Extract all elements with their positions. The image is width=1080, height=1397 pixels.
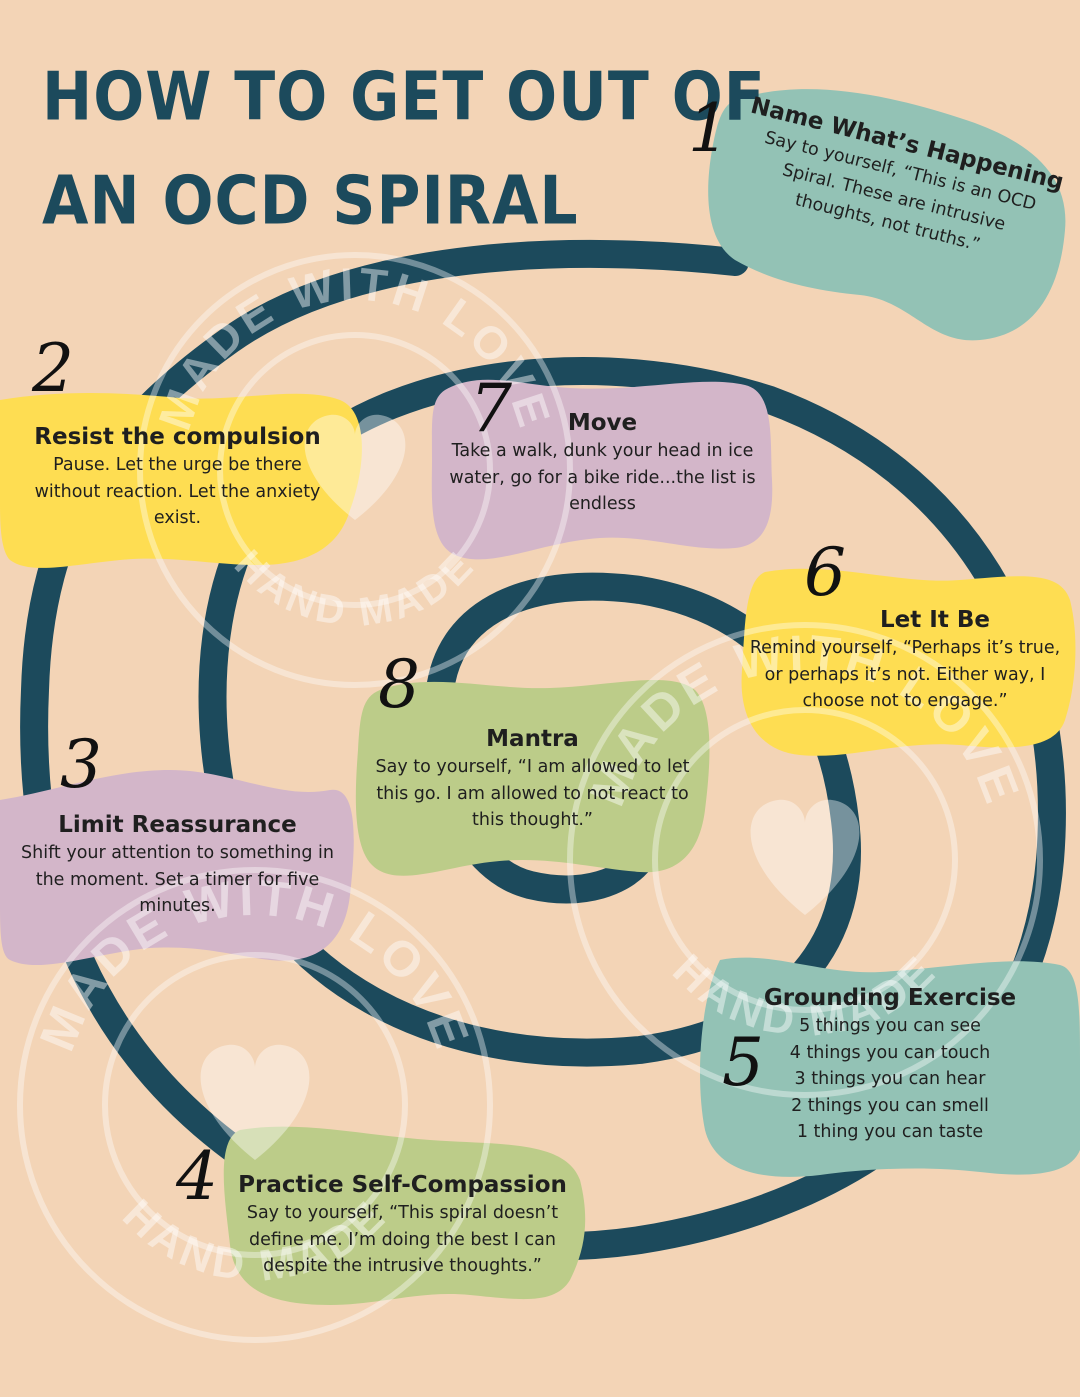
step-body: Say to yourself, “I am allowed to let th… (375, 757, 690, 830)
step-body: Take a walk, dunk your head in ice water… (449, 441, 756, 514)
step-card-3: Limit Reassurance Shift your attention t… (0, 810, 355, 920)
step-number-4: 4 (176, 1138, 218, 1215)
step-number-2: 2 (32, 330, 74, 407)
blob-step-3 (0, 770, 354, 966)
blob-step-7 (431, 379, 773, 560)
heart-icon (750, 799, 860, 915)
heart-icon (304, 414, 406, 520)
step-heading: Grounding Exercise (763, 985, 1017, 1011)
heart-icon (200, 1044, 310, 1160)
blob-step-5 (700, 957, 1080, 1177)
step-heading: Limit Reassurance (58, 812, 297, 838)
step-heading: Let It Be (880, 607, 990, 633)
watermark-stamp-1 (137, 252, 573, 688)
step-heading: Resist the compulsion (34, 424, 321, 450)
step-body: Remind yourself, “Perhaps it’s true, or … (749, 638, 1061, 711)
blob-step-4 (223, 1126, 586, 1305)
step-number-6: 6 (804, 534, 846, 611)
step-number-8: 8 (378, 646, 420, 723)
step-card-4: Practice Self-Compassion Say to yourself… (225, 1170, 580, 1280)
step-body: Pause. Let the urge be there without rea… (34, 455, 321, 528)
step-number-7: 7 (470, 370, 512, 447)
watermark-stamp-2 (567, 622, 1043, 1098)
blob-step-8 (355, 680, 710, 876)
blob-step-2 (0, 393, 362, 568)
step-body: 5 things you can see 4 things you can to… (789, 1016, 991, 1142)
step-card-7: Move Take a walk, dunk your head in ice … (430, 408, 775, 518)
step-card-2: Resist the compulsion Pause. Let the urg… (10, 422, 345, 532)
step-heading: Mantra (486, 726, 579, 752)
step-card-8: Mantra Say to yourself, “I am allowed to… (360, 724, 705, 834)
step-heading: Move (567, 410, 638, 436)
step-number-3: 3 (60, 726, 102, 803)
page-title-line-1: HOW TO GET OUT OF (42, 58, 766, 137)
watermark-subtext: HAND MADE (226, 542, 484, 635)
step-body: Say to yourself, “This spiral doesn’t de… (246, 1203, 559, 1276)
page-title-line-2: AN OCD SPIRAL (42, 162, 579, 241)
step-body: Shift your attention to something in the… (21, 843, 334, 916)
step-heading: Practice Self-Compassion (238, 1172, 567, 1198)
watermark-stamp-3 (17, 867, 493, 1343)
blob-step-6 (741, 568, 1076, 756)
spiral-line (20, 239, 1066, 1261)
step-number-5: 5 (722, 1024, 764, 1101)
step-card-6: Let It Be Remind yourself, “Perhaps it’s… (735, 605, 1075, 715)
step-card-5: Grounding Exercise 5 things you can see … (745, 983, 1035, 1146)
step-number-1: 1 (688, 90, 730, 167)
blob-step-1 (708, 89, 1066, 341)
